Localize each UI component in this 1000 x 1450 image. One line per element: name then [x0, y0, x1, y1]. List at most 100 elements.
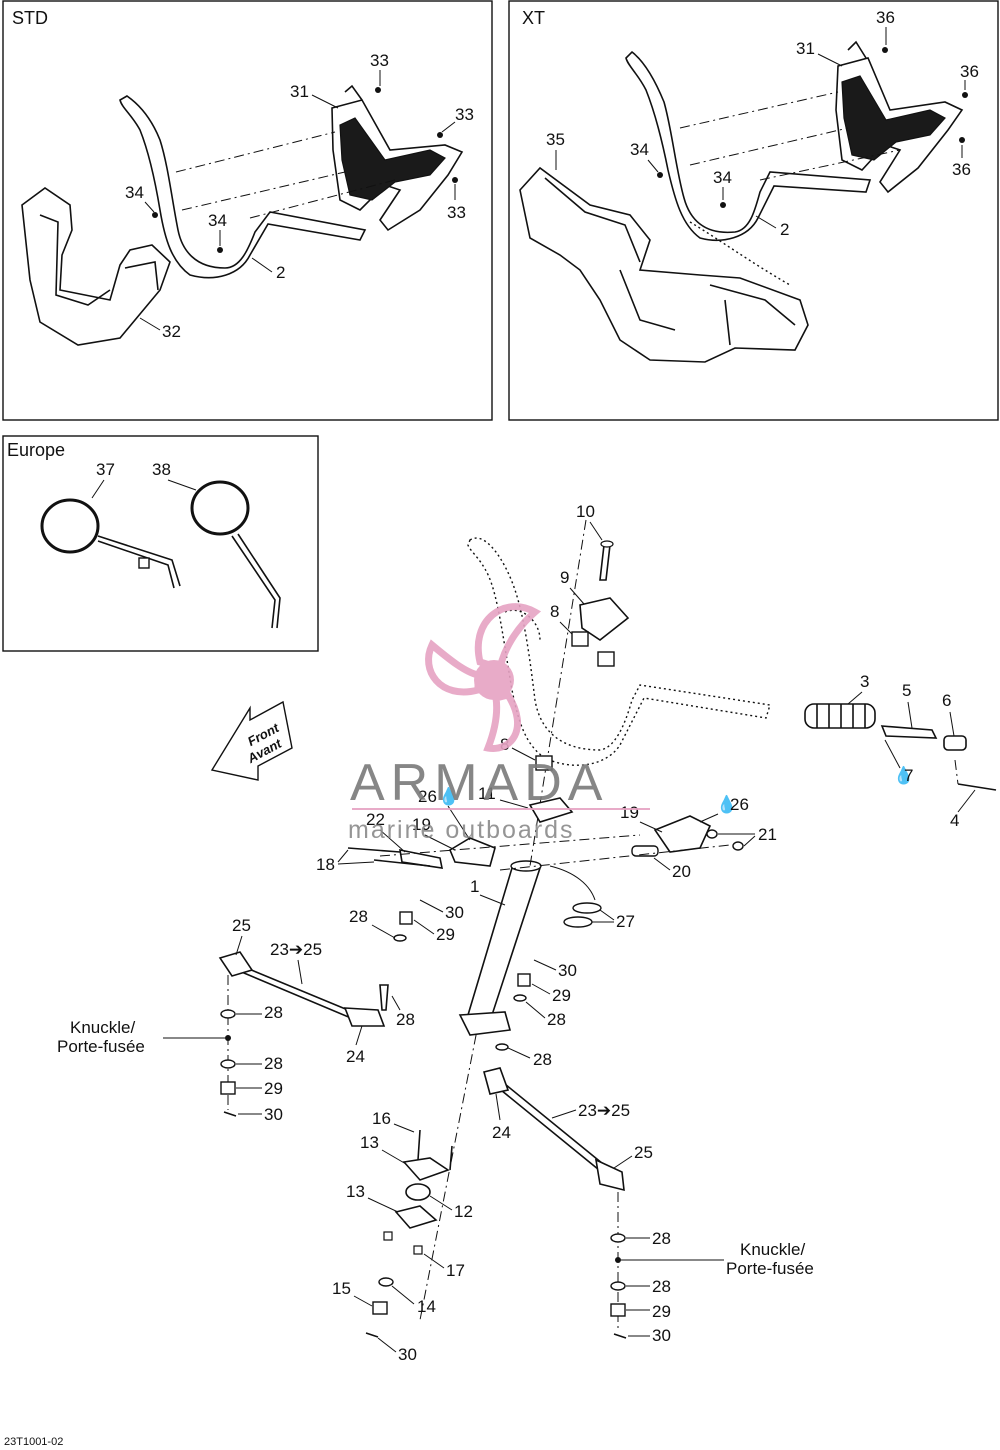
leader-28	[525, 1001, 546, 1019]
leader-38	[167, 479, 197, 491]
knuckle-left-dot	[225, 1035, 231, 1041]
std-bracket-tab	[344, 84, 363, 101]
leader-14	[391, 1285, 415, 1305]
oring-27a	[572, 902, 602, 914]
callout-34: 34	[713, 168, 732, 187]
callout-28: 28	[264, 1054, 283, 1073]
leader-27	[592, 909, 615, 923]
xt-cover-inner	[544, 177, 796, 346]
europe-panel-label: Europe	[7, 440, 65, 460]
leader-11	[499, 799, 529, 809]
pin-30-bottom	[365, 1332, 379, 1338]
callout-28: 28	[533, 1050, 552, 1069]
std-align-1	[175, 131, 336, 173]
callout-6: 6	[942, 691, 951, 710]
knuckle-left-label-1: Knuckle/	[70, 1018, 135, 1037]
callout-23-25: 23➔25	[270, 940, 322, 959]
callout-27: 27	[616, 912, 635, 931]
callout-28: 28	[652, 1277, 671, 1296]
drop-icon: 💧	[438, 786, 459, 806]
callout-28: 28	[349, 907, 368, 926]
callout-21: 21	[758, 825, 777, 844]
riser-right	[653, 815, 712, 853]
washer-28-center-b	[513, 994, 527, 1002]
bolt-16	[417, 1129, 453, 1171]
washer-21b	[732, 841, 744, 851]
watermark-subtitle: marine outboards	[348, 816, 575, 844]
tie-rod-end-left-b	[343, 1007, 386, 1027]
leader-28	[371, 924, 396, 939]
callout-31: 31	[290, 82, 309, 101]
callout-38: 38	[152, 460, 171, 479]
callout-17: 17	[446, 1261, 465, 1280]
leader-23	[297, 959, 303, 985]
screw-4	[957, 783, 997, 791]
callout-10: 10	[576, 502, 595, 521]
xt-handlebar	[625, 50, 872, 241]
std-bracket-dark	[339, 117, 446, 201]
leader-26	[699, 813, 719, 823]
leader-8	[511, 747, 536, 761]
xt-screw	[882, 47, 888, 53]
leader-8	[559, 621, 573, 635]
knuckle-left-label-2: Porte-fusée	[57, 1037, 145, 1056]
callout-25: 25	[634, 1143, 653, 1162]
callout-11: 11	[478, 784, 496, 803]
washer-14	[378, 1277, 394, 1287]
clamp-9	[579, 597, 630, 641]
tie-rod-right	[495, 1079, 609, 1175]
leader-32	[139, 317, 161, 331]
xt-align-3	[759, 149, 901, 181]
leader-24	[495, 1093, 501, 1121]
callout-29: 29	[436, 925, 455, 944]
pin-30-right	[613, 1333, 627, 1339]
leader-4	[957, 789, 976, 813]
washer-28-right-a	[610, 1233, 626, 1243]
leader-16	[393, 1123, 415, 1133]
washer-28-left-b	[220, 1059, 236, 1069]
bolt-18a	[347, 847, 401, 853]
callout-29: 29	[552, 986, 571, 1005]
xt-align-2	[689, 127, 849, 166]
callout-30: 30	[398, 1345, 417, 1364]
xt-align-1	[679, 91, 839, 129]
callout-16: 16	[372, 1109, 391, 1128]
leader-10	[589, 521, 603, 541]
flange-13-lower	[394, 1205, 438, 1229]
leader-19	[639, 821, 663, 833]
tie-rod-left	[231, 961, 361, 1022]
washer-28-right-b	[610, 1281, 626, 1291]
tie-rod-end-right-b	[594, 1158, 625, 1192]
std-screw	[375, 87, 381, 93]
callout-8: 8	[550, 602, 559, 621]
std-align-2	[181, 171, 346, 211]
callout-24: 24	[346, 1047, 365, 1066]
leader-3	[847, 691, 863, 705]
front-arrow-shape	[210, 700, 293, 781]
callout-2: 2	[780, 220, 789, 239]
callout-28: 28	[264, 1003, 283, 1022]
callout-31: 31	[796, 39, 815, 58]
std-cover	[21, 187, 171, 346]
callout-28: 28	[396, 1010, 415, 1029]
callout-24: 24	[492, 1123, 511, 1142]
bolt-10-head	[600, 540, 614, 548]
leader-5	[907, 701, 913, 729]
callout-33: 33	[370, 51, 389, 70]
mirror-38-arm	[231, 533, 281, 629]
main-assembly: 10 9 8 8 3 5 6 💧 7 4 26 💧 11 💧 26 22 19 …	[57, 502, 997, 1364]
leader-6	[949, 711, 955, 737]
bolt-18b	[373, 859, 431, 867]
bolt-10	[599, 544, 611, 581]
std-screw	[217, 247, 223, 253]
clamp-8-top	[571, 631, 589, 647]
leader-22	[379, 829, 406, 853]
callout-35: 35	[546, 130, 565, 149]
std-cover-inner	[39, 214, 159, 306]
propeller-blade-top	[474, 603, 542, 673]
std-panel: STD 31 33 33 33 34 34 2 32	[2, 0, 493, 421]
riser-left	[448, 837, 496, 867]
leader-27-arc	[549, 865, 596, 901]
leader-19	[424, 834, 456, 851]
callout-4: 4	[950, 811, 959, 830]
